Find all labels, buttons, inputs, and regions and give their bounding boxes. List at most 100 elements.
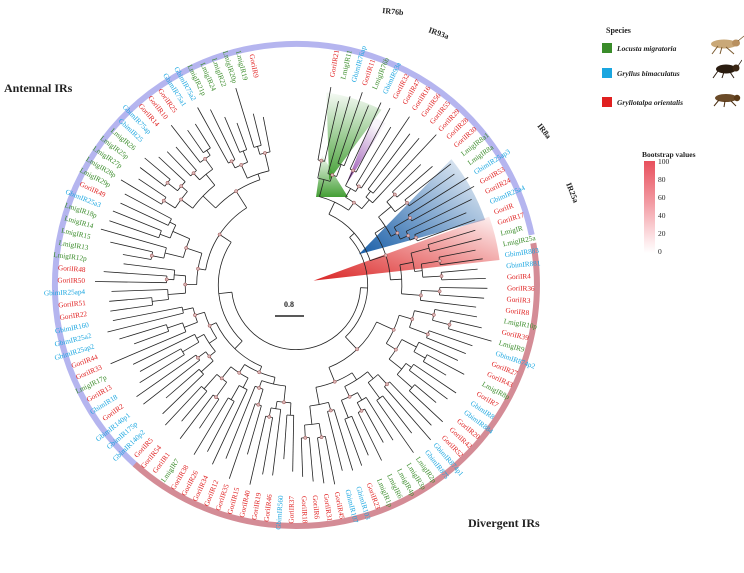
bootstrap-node: [351, 168, 355, 173]
bootstrap-node: [437, 259, 442, 263]
branch: [344, 386, 350, 397]
bootstrap-tick: 0: [658, 247, 662, 256]
bootstrap-node: [183, 282, 188, 287]
legend-row-gryllotalpa: Gryllotalpa orientalis: [602, 96, 683, 108]
bootstrap-node: [193, 313, 197, 317]
branch: [120, 202, 169, 226]
branch-arc: [192, 184, 216, 209]
branch: [123, 263, 175, 271]
branch: [283, 385, 286, 403]
group-rings: [51, 41, 540, 529]
branch: [427, 229, 476, 245]
tip-label: GoriIR40: [238, 489, 252, 518]
tip-label: GoriIR18: [300, 496, 309, 524]
branch: [318, 423, 322, 438]
bootstrap-node: [303, 435, 308, 440]
bootstrap-node: [267, 414, 272, 419]
branch: [448, 328, 492, 342]
branch: [257, 389, 264, 405]
branch: [136, 354, 197, 398]
branch: [235, 87, 255, 148]
branch: [410, 247, 430, 254]
tip-label: GbimIR25ap4: [44, 288, 86, 297]
branch: [440, 258, 483, 266]
branch: [272, 409, 282, 476]
branch-arc: [376, 395, 383, 401]
branch-arc: [217, 241, 243, 342]
branch: [409, 327, 428, 335]
branch: [327, 96, 351, 174]
branch: [345, 336, 358, 350]
branch: [166, 151, 191, 177]
bootstrap-node: [219, 376, 224, 381]
branch: [163, 200, 176, 209]
branch: [107, 312, 184, 333]
bootstrap-node: [356, 184, 361, 189]
branch: [365, 190, 371, 198]
tip-label: GoriIR8: [505, 306, 530, 317]
branch-arc: [151, 297, 153, 306]
tip-label: GbimIR560: [275, 495, 285, 530]
branch: [328, 201, 336, 215]
branch: [119, 324, 167, 340]
bootstrap-node: [437, 289, 442, 294]
locust-icon: [711, 35, 744, 55]
branch-arc: [319, 196, 349, 211]
branch: [289, 402, 292, 416]
branch: [224, 116, 241, 153]
branch-arc: [345, 185, 356, 192]
branch: [369, 255, 386, 261]
branch: [292, 415, 295, 472]
bootstrap-node: [191, 171, 196, 176]
branch: [344, 418, 363, 466]
bootstrap-tick: 80: [658, 175, 666, 184]
branch: [162, 373, 204, 415]
branch: [100, 228, 167, 249]
bootstrap-node: [257, 370, 262, 375]
branch: [174, 274, 186, 277]
branch: [324, 101, 339, 162]
branch: [228, 403, 256, 479]
branch: [257, 146, 261, 155]
branch: [164, 252, 184, 258]
bootstrap-node: [394, 347, 398, 352]
branch: [421, 290, 440, 292]
bootstrap-color-bar: [644, 161, 655, 253]
branch: [333, 409, 354, 471]
branch: [175, 146, 197, 171]
bootstrap-node: [195, 355, 200, 360]
bootstrap-node: [164, 277, 169, 282]
bootstrap-node: [239, 163, 244, 167]
branch: [439, 294, 485, 299]
bootstrap-node: [282, 400, 286, 405]
branch: [247, 405, 262, 455]
branch: [405, 363, 412, 368]
tip-label: LmigIR13: [58, 239, 89, 252]
bootstrap-node: [410, 317, 415, 321]
antennal-irs-ring: [51, 41, 535, 468]
branch: [124, 193, 172, 220]
branch: [345, 188, 351, 198]
branch-arc: [169, 224, 177, 239]
branch: [401, 293, 421, 296]
branch-arc: [163, 247, 167, 259]
bootstrap-nodes: [149, 151, 452, 440]
tip-label: GoriIR9: [248, 54, 261, 79]
branch: [372, 138, 420, 194]
legend-row-gryllus: Gryllus bimaculatus: [602, 67, 680, 79]
gryllotalpa-swatch: [602, 97, 612, 107]
gryllus-name: Gryllus bimaculatus: [617, 68, 680, 78]
branch-arc: [227, 397, 235, 402]
branch-arc: [173, 270, 176, 280]
branch: [420, 299, 477, 308]
bootstrap-node: [263, 151, 267, 155]
branch: [407, 177, 469, 216]
bootstrap-node: [217, 232, 222, 237]
bootstrap-node: [179, 184, 184, 188]
legend-row-locusta: Locusta migratoria: [602, 42, 676, 54]
branch: [414, 212, 467, 235]
branch: [377, 374, 388, 385]
branch: [341, 400, 349, 418]
bootstrap-node: [237, 370, 242, 375]
branch: [242, 377, 249, 388]
